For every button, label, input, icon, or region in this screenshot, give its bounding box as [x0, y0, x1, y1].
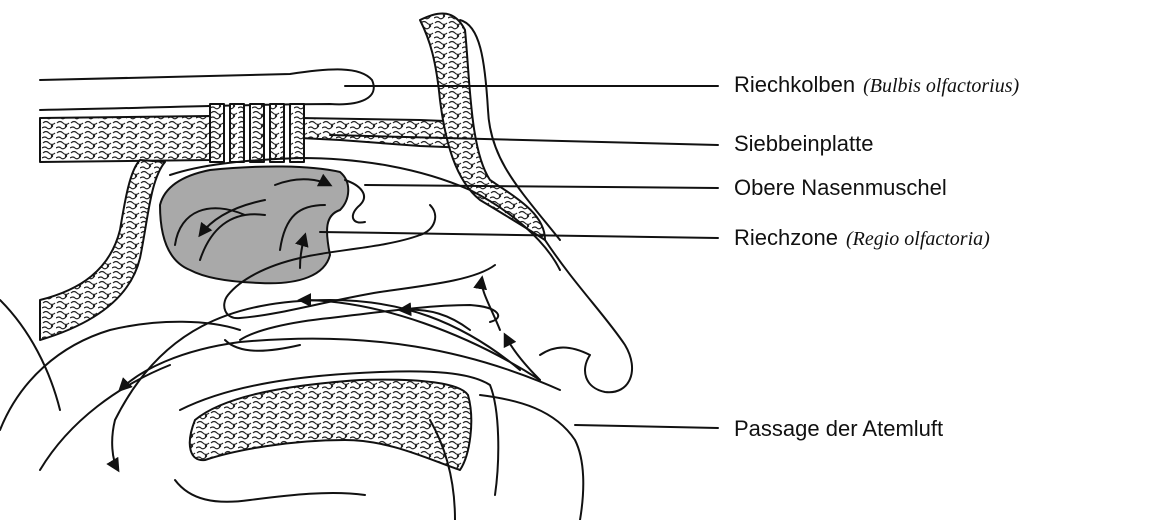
- label-siebbeinplatte-name: Siebbeinplatte: [734, 131, 873, 156]
- label-riechkolben-latin: (Bulbis olfactorius): [863, 75, 1019, 97]
- label-riechzone-latin: (Regio olfactoria): [846, 228, 990, 250]
- label-passage: Passage der Atemluft: [734, 418, 943, 440]
- label-riechkolben: Riechkolben (Bulbis olfactorius): [734, 74, 1019, 96]
- label-passage-name: Passage der Atemluft: [734, 416, 943, 441]
- olfactory-bulb: [40, 69, 374, 110]
- olfactory-region: [160, 166, 348, 283]
- label-riechkolben-name: Riechkolben: [734, 72, 855, 97]
- palate: [190, 380, 471, 470]
- cribriform-perforations: [210, 104, 304, 162]
- label-riechzone: Riechzone (Regio olfactoria): [734, 227, 990, 249]
- label-obere-nasenmuschel-name: Obere Nasenmuschel: [734, 175, 947, 200]
- posterior-bone-wall: [40, 160, 165, 340]
- cribriform-plate: [40, 116, 210, 162]
- label-riechzone-name: Riechzone: [734, 225, 838, 250]
- external-nose: [540, 240, 632, 392]
- label-siebbeinplatte: Siebbeinplatte: [734, 133, 873, 155]
- label-obere-nasenmuschel: Obere Nasenmuschel: [734, 177, 947, 199]
